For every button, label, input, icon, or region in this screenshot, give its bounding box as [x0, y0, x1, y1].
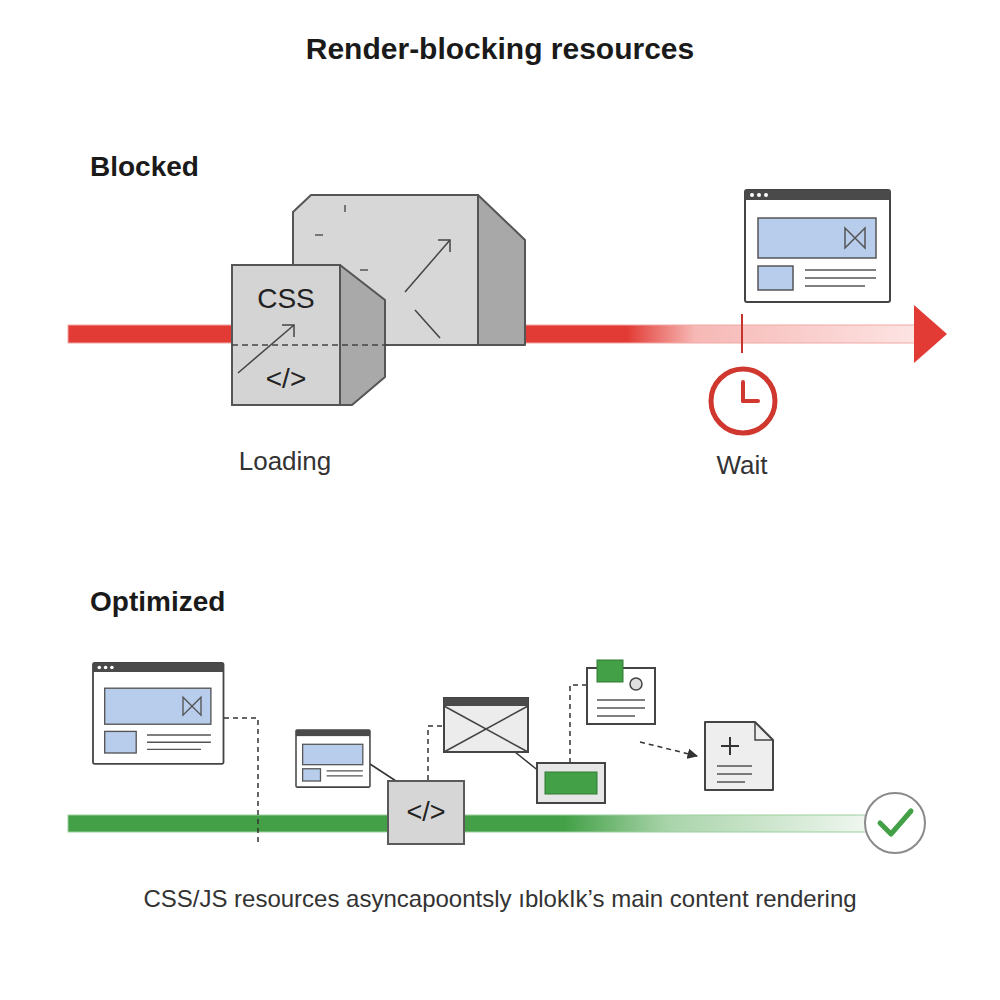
- wait-marker: [741, 314, 743, 353]
- block-arrow: [438, 240, 450, 252]
- text-line: [717, 781, 745, 783]
- async-script-box: </>: [387, 780, 465, 845]
- browser-window: [745, 190, 890, 302]
- text-line: [597, 707, 645, 709]
- image-window: [444, 698, 528, 752]
- leader-line: [370, 764, 396, 781]
- stage-label: Wait: [662, 450, 822, 481]
- text-line: [805, 269, 876, 271]
- check-mark: [880, 811, 911, 834]
- clock-icon: [711, 369, 775, 433]
- window-hero: [303, 744, 363, 764]
- stage-label: Loading: [185, 446, 385, 477]
- window-thumb: [758, 266, 793, 290]
- timeline-arrowhead: [914, 305, 947, 363]
- text-line: [147, 749, 201, 750]
- text-line: [327, 770, 363, 771]
- text-line: [717, 765, 752, 767]
- window-frame: [745, 190, 890, 302]
- window-bar: [93, 663, 224, 672]
- leader-line: [570, 685, 587, 763]
- cube-front: [232, 265, 340, 405]
- block-arrow: [405, 240, 450, 292]
- window-dot: [110, 666, 114, 670]
- leader-arrow: [640, 742, 697, 756]
- window-dot: [104, 666, 108, 670]
- section-heading: Optimized: [90, 585, 390, 619]
- document-badge: [597, 660, 623, 682]
- image-icon: [183, 697, 201, 715]
- block-mark: [360, 269, 368, 271]
- window-hero: [105, 688, 211, 724]
- cube-side: [340, 265, 385, 405]
- resource-block-side: [478, 195, 525, 345]
- image-cross: [444, 706, 528, 752]
- window-bar: [745, 190, 890, 200]
- window-dot: [98, 666, 102, 670]
- text-line: [597, 715, 635, 717]
- blocking-resource: CSS </>: [232, 265, 385, 405]
- code-symbol: </>: [232, 362, 340, 396]
- leader-line: [428, 726, 444, 780]
- asset-fill: [545, 772, 597, 794]
- clock-hand: [741, 382, 745, 401]
- done-badge: [865, 793, 925, 853]
- text-line: [805, 285, 865, 287]
- code-symbol: </>: [389, 796, 463, 828]
- window-frame: [93, 663, 224, 764]
- dashed-guide: [232, 344, 390, 346]
- window-hero: [758, 218, 876, 258]
- document-fold: [755, 722, 773, 740]
- window-thumb: [303, 769, 321, 781]
- plus-sign: [721, 737, 739, 755]
- block-mark: [415, 310, 440, 338]
- window-frame: [296, 730, 370, 787]
- asset-box: [537, 763, 605, 803]
- image-icon: [845, 228, 865, 248]
- window-dot: [764, 193, 768, 197]
- text-line: [805, 277, 876, 279]
- window-dot: [757, 193, 761, 197]
- diagram-title: Render-blocking resources: [0, 31, 1000, 67]
- window-bar: [296, 730, 370, 736]
- diagram-caption: CSS/JS resources asyncapoontsly ıblokIk’…: [0, 885, 1000, 914]
- leader-line: [224, 718, 258, 842]
- window-thumb: [105, 731, 137, 753]
- section-heading: Blocked: [90, 150, 390, 184]
- new-document-icon: [705, 722, 773, 790]
- node-label: CSS: [232, 282, 340, 316]
- window-bar: [444, 698, 528, 706]
- block-mark: [344, 205, 346, 212]
- text-line: [717, 773, 752, 775]
- optimized-timeline: [68, 815, 868, 832]
- document-dot: [630, 678, 642, 690]
- browser-window: [93, 663, 224, 764]
- text-line: [327, 775, 363, 776]
- block-mark: [315, 234, 323, 236]
- browser-window: [296, 730, 370, 787]
- cube-arrow: [282, 325, 294, 337]
- text-line: [147, 734, 211, 735]
- window-dot: [750, 193, 754, 197]
- text-line: [597, 699, 645, 701]
- clock-hand: [743, 399, 758, 403]
- text-line: [147, 742, 211, 743]
